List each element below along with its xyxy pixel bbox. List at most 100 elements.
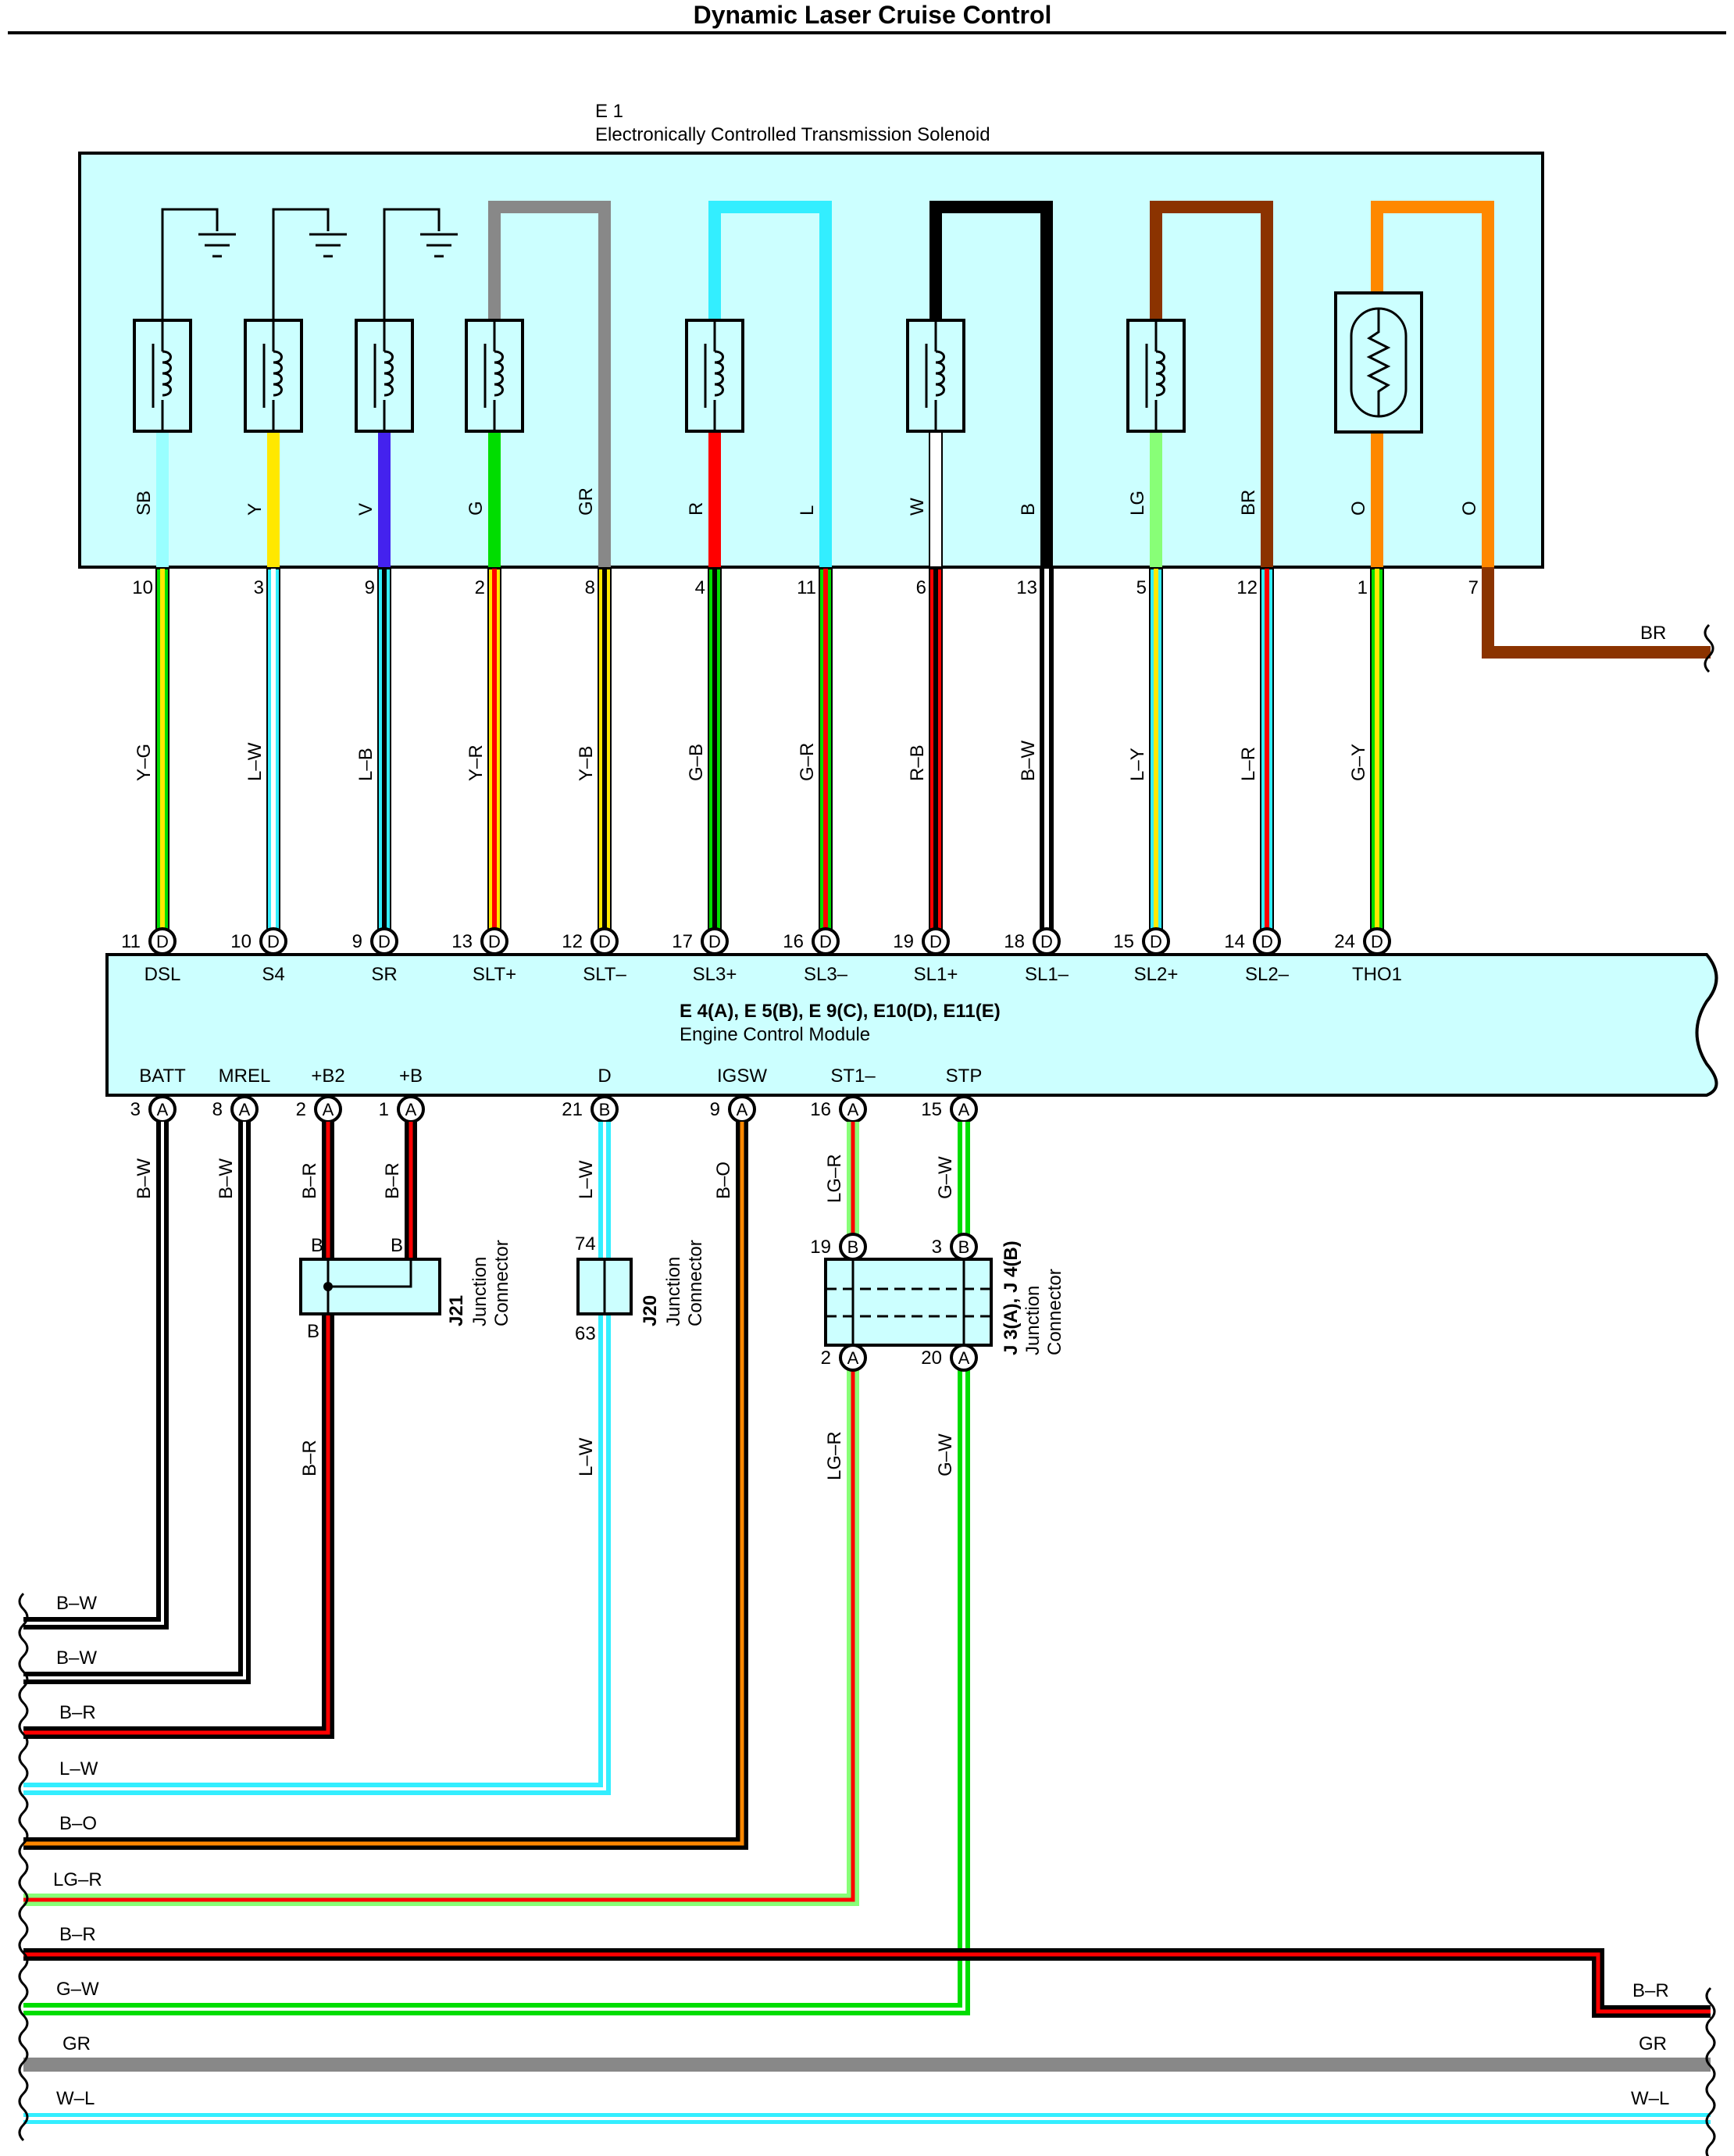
wire-label: BR (1238, 490, 1259, 516)
j34-code: J 3(A), J 4(B) (1001, 1240, 1022, 1355)
wire-g-b (708, 568, 722, 937)
wire-label: L–W (576, 1437, 597, 1476)
wire-label: Y–R (466, 744, 487, 781)
bus-label: B–W (56, 1593, 97, 1614)
pin-number: 4 (695, 577, 705, 598)
svg-text:+B: +B (399, 1066, 423, 1087)
solenoid-wire-labels: SB Y V G GR R L W B LG BR O O (134, 487, 1480, 516)
svg-text:DSL: DSL (144, 964, 181, 985)
solenoid-coils (133, 291, 1423, 434)
coil-icon (244, 319, 303, 433)
svg-text:BATT: BATT (139, 1066, 186, 1087)
lower-wires (23, 1122, 1711, 2124)
svg-text:SL3+: SL3+ (693, 964, 737, 985)
svg-text:SLT–: SLT– (583, 964, 626, 985)
pin-number: 10 (132, 577, 153, 598)
coil-icon (355, 319, 414, 433)
j21-connector: B B B J21 Junction Connector (299, 1235, 512, 1342)
wire-label: B–O (713, 1162, 734, 1199)
wire-label: B–R (382, 1162, 403, 1199)
svg-text:D: D (1371, 932, 1383, 951)
svg-text:+B2: +B2 (311, 1066, 344, 1087)
j21-pin: B (391, 1235, 403, 1256)
bus-label: GR (62, 2033, 91, 2054)
svg-text:D: D (1261, 932, 1273, 951)
wire-label: L–R (1238, 747, 1259, 781)
wire-g-r (819, 568, 833, 937)
bus-label: B–R (59, 1924, 96, 1945)
svg-text:15: 15 (921, 1099, 942, 1120)
wire-label: W (907, 498, 928, 516)
br-exit-label: BR (1640, 623, 1666, 644)
svg-text:D: D (929, 932, 942, 951)
solenoid-pins: 10 3 9 2 8 4 11 6 13 5 12 1 7 (132, 577, 1479, 598)
wire-break-icon (1704, 623, 1714, 673)
wire-y-g (155, 568, 169, 937)
svg-text:SL3–: SL3– (804, 964, 848, 985)
wire-label: L–B (355, 748, 376, 781)
svg-text:8: 8 (212, 1099, 223, 1120)
j21-name2: Connector (491, 1240, 512, 1326)
wire-break-icon (18, 1592, 29, 2142)
svg-text:D: D (819, 932, 832, 951)
svg-text:21: 21 (562, 1099, 583, 1120)
svg-text:9: 9 (352, 931, 362, 952)
svg-text:D: D (598, 1066, 611, 1087)
svg-text:2: 2 (296, 1099, 306, 1120)
wire-l-w (266, 568, 280, 937)
svg-text:16: 16 (783, 931, 804, 952)
solenoid-name: Electronically Controlled Transmission S… (595, 124, 990, 145)
svg-text:B: B (847, 1237, 859, 1257)
pin-number: 12 (1236, 577, 1258, 598)
bus-label: B–R (59, 1702, 96, 1723)
svg-text:S4: S4 (262, 964, 284, 985)
br-exit-wire (1482, 567, 1711, 659)
loop-br (1150, 201, 1273, 567)
svg-text:A: A (737, 1100, 748, 1119)
thermistor-icon (1334, 291, 1423, 434)
j34-name2: Connector (1044, 1269, 1065, 1355)
j20-connector: 74 63 J20 Junction Connector (575, 1233, 706, 1344)
pin-number: 13 (1016, 577, 1037, 598)
svg-text:18: 18 (1004, 931, 1025, 952)
bus-label: LG–R (53, 1869, 102, 1890)
pin-number: 8 (585, 577, 595, 598)
wire-label: L–Y (1127, 748, 1148, 781)
coil-icon (133, 319, 192, 433)
svg-text:B: B (958, 1237, 970, 1257)
svg-text:A: A (239, 1100, 251, 1119)
wire-label: Y (244, 503, 266, 516)
j3-j4-connector: B 19 B 3 A 2 A 20 J 3(A), J 4(B) Junctio… (810, 1233, 1065, 1372)
wire-label: G–Y (1348, 744, 1369, 781)
svg-text:15: 15 (1113, 931, 1134, 952)
pin-number: 2 (475, 577, 485, 598)
wire-l-r (1260, 568, 1274, 937)
wire-label: B–W (1018, 741, 1039, 781)
upper-wire-labels: Y–G L–W L–B Y–R Y–B G–B G–R R–B B–W L–Y … (134, 741, 1369, 781)
svg-text:A: A (157, 1100, 169, 1119)
loop-o (1371, 201, 1494, 567)
j20-pin: 74 (575, 1233, 596, 1255)
wire-label: R–B (907, 744, 928, 781)
svg-text:A: A (847, 1348, 859, 1368)
wire-break-icon (1705, 1986, 1716, 2156)
svg-text:13: 13 (451, 931, 473, 952)
wire-label: GR (576, 487, 597, 516)
bus-label: W–L (56, 2088, 95, 2109)
bus-label: W–L (1631, 2088, 1669, 2109)
wire-label: B–R (299, 1162, 320, 1199)
svg-text:STP: STP (946, 1066, 983, 1087)
pin-number: 3 (254, 577, 264, 598)
svg-text:24: 24 (1334, 931, 1355, 952)
wire-b2 (23, 1122, 334, 1739)
solenoid-code: E 1 (595, 101, 623, 122)
